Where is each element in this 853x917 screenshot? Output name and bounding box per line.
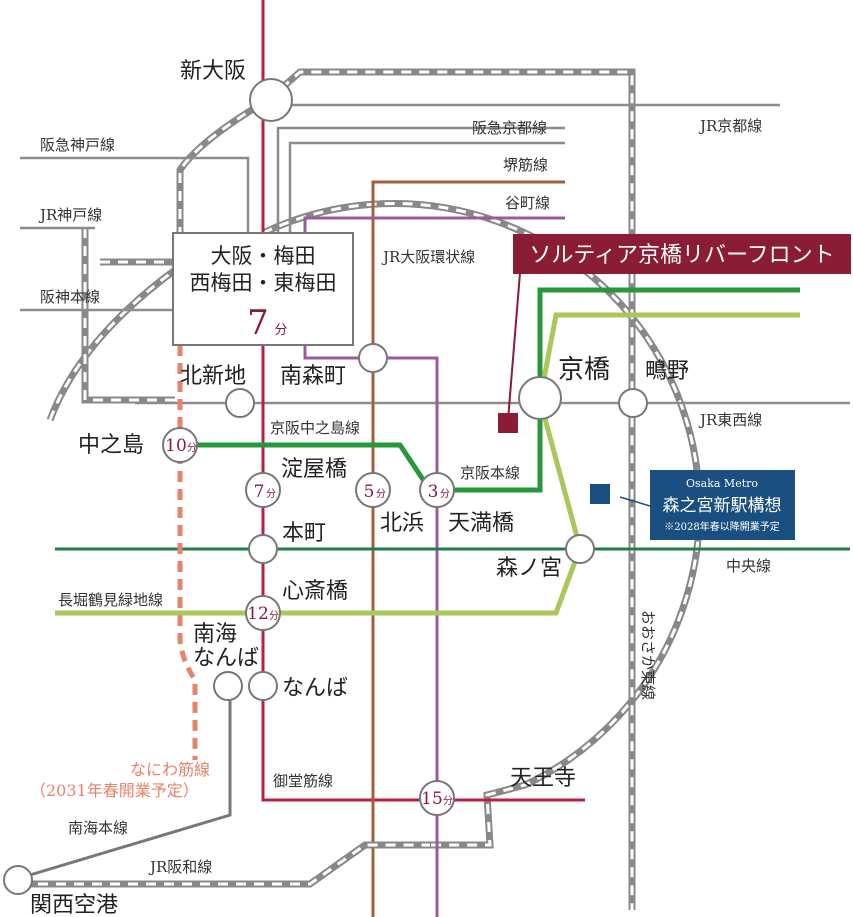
badge-shinsaibashi[interactable]: 12 分 xyxy=(245,595,281,631)
minutes-unit: 分 xyxy=(187,442,197,454)
label-kansai-airport: 関西空港 xyxy=(30,893,118,917)
station-kansai-airport[interactable] xyxy=(3,865,33,895)
label-shin-osaka: 新大阪 xyxy=(180,59,246,84)
label-nankai-namba: 南海なんば xyxy=(193,622,259,671)
station-shigino[interactable] xyxy=(618,388,648,418)
umeda-box-line1: 大阪・梅田 xyxy=(211,244,316,268)
label-naniwasuji: なにわ筋線 xyxy=(130,760,210,779)
station-namba[interactable] xyxy=(248,671,278,701)
umeda-box[interactable]: 大阪・梅田 西梅田・東梅田 7 分 xyxy=(172,232,354,346)
minutes-tenmabashi: 3 xyxy=(428,482,439,502)
minutes-kitahama: 5 xyxy=(364,482,375,502)
label-chuo: 中央線 xyxy=(726,557,771,575)
label-tanimachi: 谷町線 xyxy=(505,194,550,212)
minutes-yodoyabashi: 7 xyxy=(254,482,265,502)
minutes-tennoji: 15 xyxy=(421,789,443,809)
minute-badges: 10 分 7 分 5 分 3 分 12 分 15 分 xyxy=(162,427,455,816)
minutes-unit: 分 xyxy=(266,488,276,500)
label-nakanoshima: 中之島 xyxy=(78,433,144,458)
label-jr-loop: JR大阪環状線 xyxy=(381,248,475,266)
label-hankyu-kyoto: 阪急京都線 xyxy=(472,119,547,137)
minutes-unit: 分 xyxy=(269,610,279,622)
label-osaka-higashi: おおさか東線 xyxy=(639,610,657,700)
label-jr-kobe: JR神戸線 xyxy=(38,206,102,224)
label-jr-tozai: JR東西線 xyxy=(698,411,762,429)
label-kitashinchi: 北新地 xyxy=(180,364,246,389)
label-tenmabashi: 天満橋 xyxy=(448,511,514,536)
label-hankyu-kobe: 阪急神戸線 xyxy=(40,136,115,154)
umeda-box-line2: 西梅田・東梅田 xyxy=(190,271,337,295)
station-nankai-namba[interactable] xyxy=(213,671,243,701)
station-kitashinchi[interactable] xyxy=(225,388,255,418)
jr-loop-line xyxy=(46,200,703,849)
minutes-shinsaibashi: 12 xyxy=(247,604,269,624)
morinomiya-new-station[interactable]: Osaka Metro 森之宮新駅構想 ※2028年春以降開業予定 xyxy=(590,470,795,540)
label-keihan-main: 京阪本線 xyxy=(460,464,520,482)
badge-yodoyabashi[interactable]: 7 分 xyxy=(245,472,281,508)
label-midosuji: 御堂筋線 xyxy=(273,772,333,790)
station-honmachi[interactable] xyxy=(248,534,278,564)
badge-tenmabashi[interactable]: 3 分 xyxy=(419,472,455,508)
label-keihan-nakanoshima: 京阪中之島線 xyxy=(270,419,360,437)
station-markers xyxy=(3,78,648,895)
minutes-unit: 分 xyxy=(440,488,450,500)
keihan-line xyxy=(180,287,800,493)
label-sakaisuji: 堺筋線 xyxy=(503,156,548,174)
label-morinomiya: 森ノ宮 xyxy=(496,556,562,581)
station-shin-osaka[interactable] xyxy=(249,78,293,122)
label-shinsaibashi: 心斎橋 xyxy=(282,579,348,604)
label-jr-hanwa: JR阪和線 xyxy=(148,858,212,876)
label-hanshin: 阪神本線 xyxy=(40,288,100,306)
label-minamimorimachi: 南森町 xyxy=(280,364,346,389)
nankai-line xyxy=(19,690,232,880)
label-shigino: 鴫野 xyxy=(645,359,689,384)
station-labels: 新大阪 北新地 南森町 京橋 鴫野 中之島 淀屋橋 北浜 天満橋 本町 森ノ宮 … xyxy=(30,59,689,917)
nagahori-line xyxy=(55,312,800,616)
line-labels: 阪急神戸線 JR神戸線 阪神本線 阪急京都線 JR京都線 堺筋線 谷町線 JR大… xyxy=(30,117,771,876)
property-marker[interactable]: ソルティア京橋リバーフロント xyxy=(498,234,851,433)
property-name: ソルティア京橋リバーフロント xyxy=(529,243,834,268)
badge-nakanoshima[interactable]: 10 分 xyxy=(162,427,198,463)
metro-note: ※2028年春以降開業予定 xyxy=(664,520,779,533)
label-namba: なんば xyxy=(282,676,348,701)
label-honmachi: 本町 xyxy=(282,521,326,546)
umeda-box-unit: 分 xyxy=(274,323,287,338)
badge-kitahama[interactable]: 5 分 xyxy=(355,472,391,508)
label-naniwasuji-note: （2031年春開業予定） xyxy=(30,781,199,800)
label-yodoyabashi: 淀屋橋 xyxy=(281,457,347,482)
station-kyobashi[interactable] xyxy=(518,376,562,420)
minutes-nakanoshima: 10 xyxy=(165,436,187,456)
minutes-unit: 分 xyxy=(376,488,386,500)
metro-title: 森之宮新駅構想 xyxy=(663,496,782,516)
naniwasuji-line xyxy=(177,345,198,760)
tanimachi-line xyxy=(303,216,565,917)
metro-brand: Osaka Metro xyxy=(686,477,758,490)
umeda-box-minutes: 7 xyxy=(247,303,269,343)
sakaisuji-line xyxy=(371,180,565,917)
label-nagahori: 長堀鶴見緑地線 xyxy=(58,591,163,609)
label-tennoji: 天王寺 xyxy=(510,766,576,791)
badge-tennoji[interactable]: 15 分 xyxy=(419,780,455,816)
jr-hanwa-line xyxy=(20,841,430,888)
label-kitahama: 北浜 xyxy=(380,511,424,536)
minutes-unit: 分 xyxy=(443,795,453,807)
station-morinomiya[interactable] xyxy=(565,534,595,564)
station-minamimorimachi[interactable] xyxy=(358,343,388,373)
label-jr-kyoto: JR京都線 xyxy=(698,117,762,135)
label-nankai-main: 南海本線 xyxy=(68,819,128,837)
label-kyobashi: 京橋 xyxy=(558,355,610,385)
